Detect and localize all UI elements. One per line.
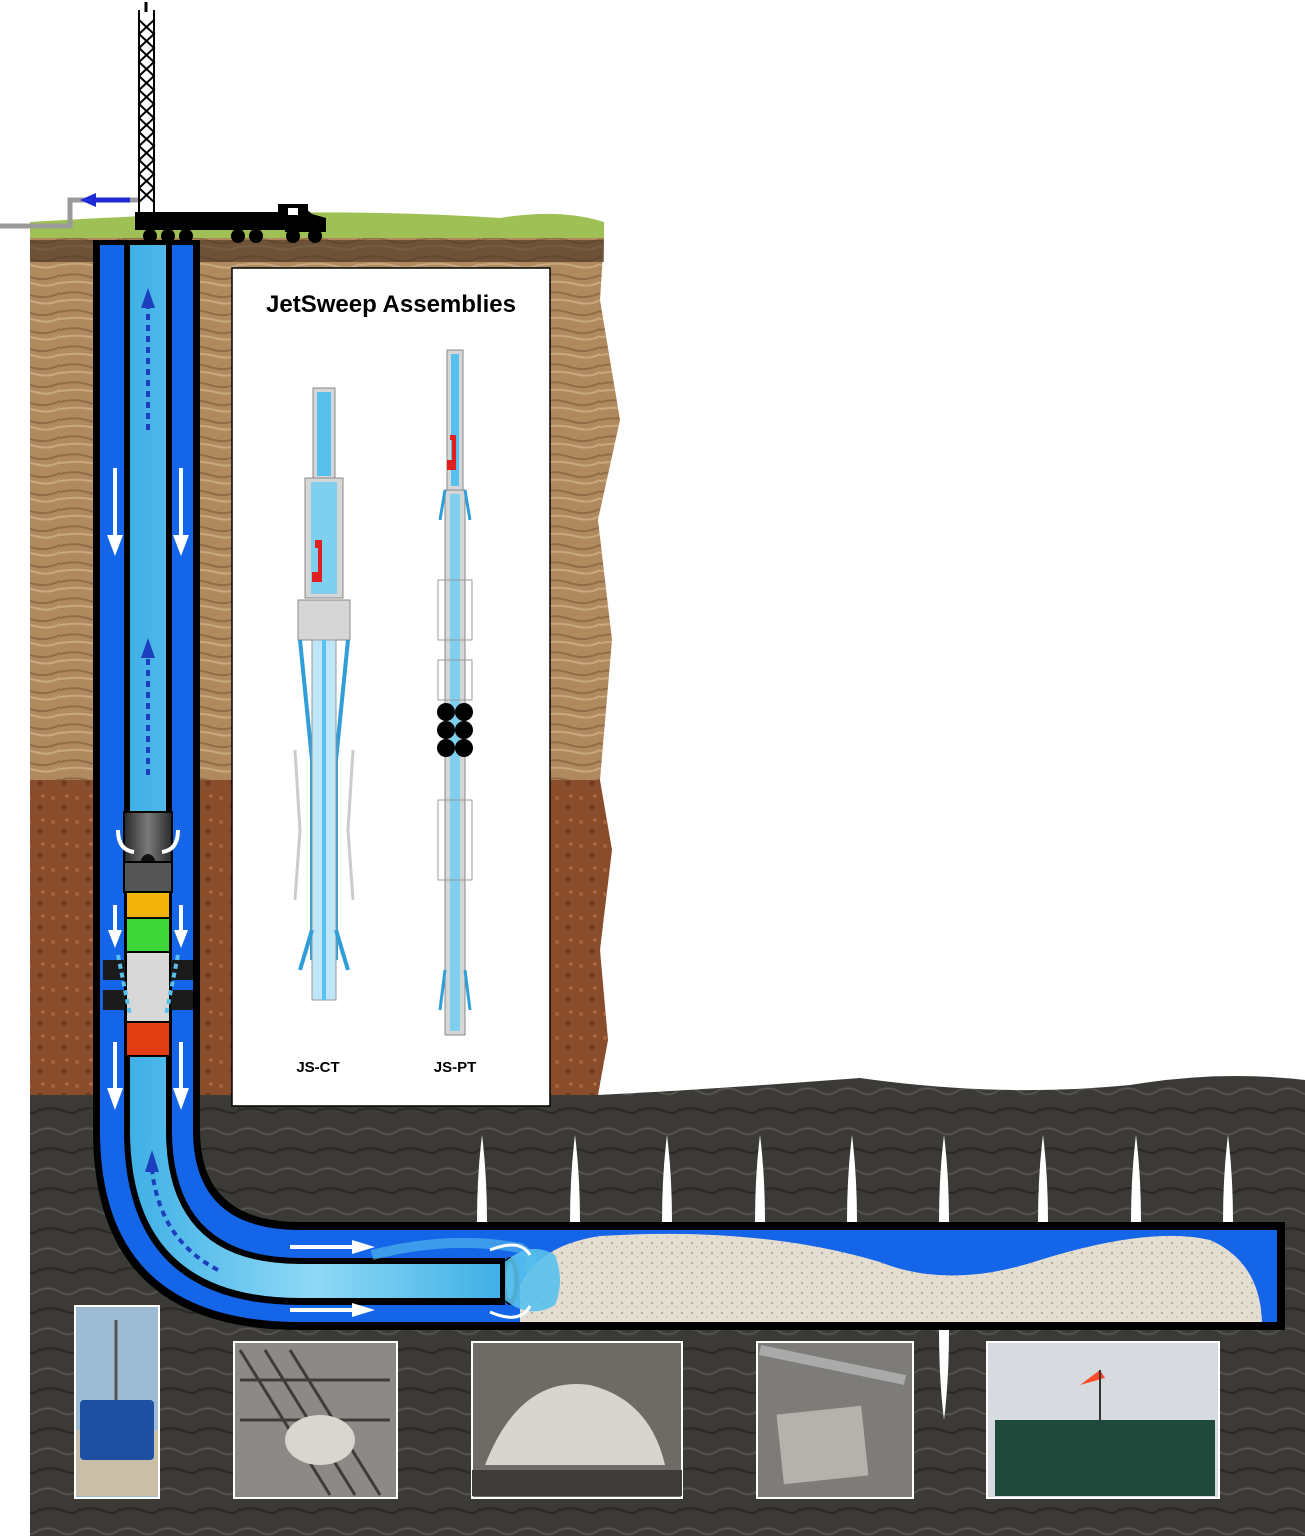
surface-flowline — [0, 193, 138, 229]
gauge-red — [125, 1021, 171, 1057]
jet-spray — [505, 1248, 560, 1312]
earth-cross-section — [30, 212, 1305, 1536]
gauge-green — [125, 917, 171, 953]
photo-thumbnails — [74, 1305, 1220, 1499]
jetsweep-assemblies-panel: JetSweep Assemblies — [231, 267, 551, 1107]
photo-thumbnail — [233, 1341, 398, 1499]
gauge-yellow — [125, 891, 171, 919]
assembly-label-js-ct: JS-CT — [296, 1059, 339, 1076]
js-ct-assembly-diagram — [293, 387, 355, 1001]
derrick-icon — [137, 2, 156, 212]
annulus-fluid — [100, 245, 1277, 1322]
photo-thumbnail — [756, 1341, 914, 1499]
sand-fill — [520, 1233, 1262, 1322]
upflow-arrow-icon — [141, 288, 219, 1272]
photo-thumbnail — [471, 1341, 683, 1499]
js-pt-assembly-diagram — [437, 349, 473, 1036]
photo-thumbnail — [74, 1305, 160, 1499]
perforation-icon — [477, 1135, 1233, 1420]
wellbore-casing — [93, 240, 1285, 1330]
assembly-label-js-pt: JS-PT — [434, 1059, 477, 1076]
panel-title: JetSweep Assemblies — [266, 291, 516, 318]
photo-thumbnail — [986, 1341, 1220, 1499]
flow-arrow-icon — [107, 468, 532, 1319]
packer-element — [437, 703, 455, 721]
truck-icon — [135, 204, 326, 243]
jetsweep-tool — [103, 811, 193, 1057]
return-flow — [130, 245, 500, 1298]
